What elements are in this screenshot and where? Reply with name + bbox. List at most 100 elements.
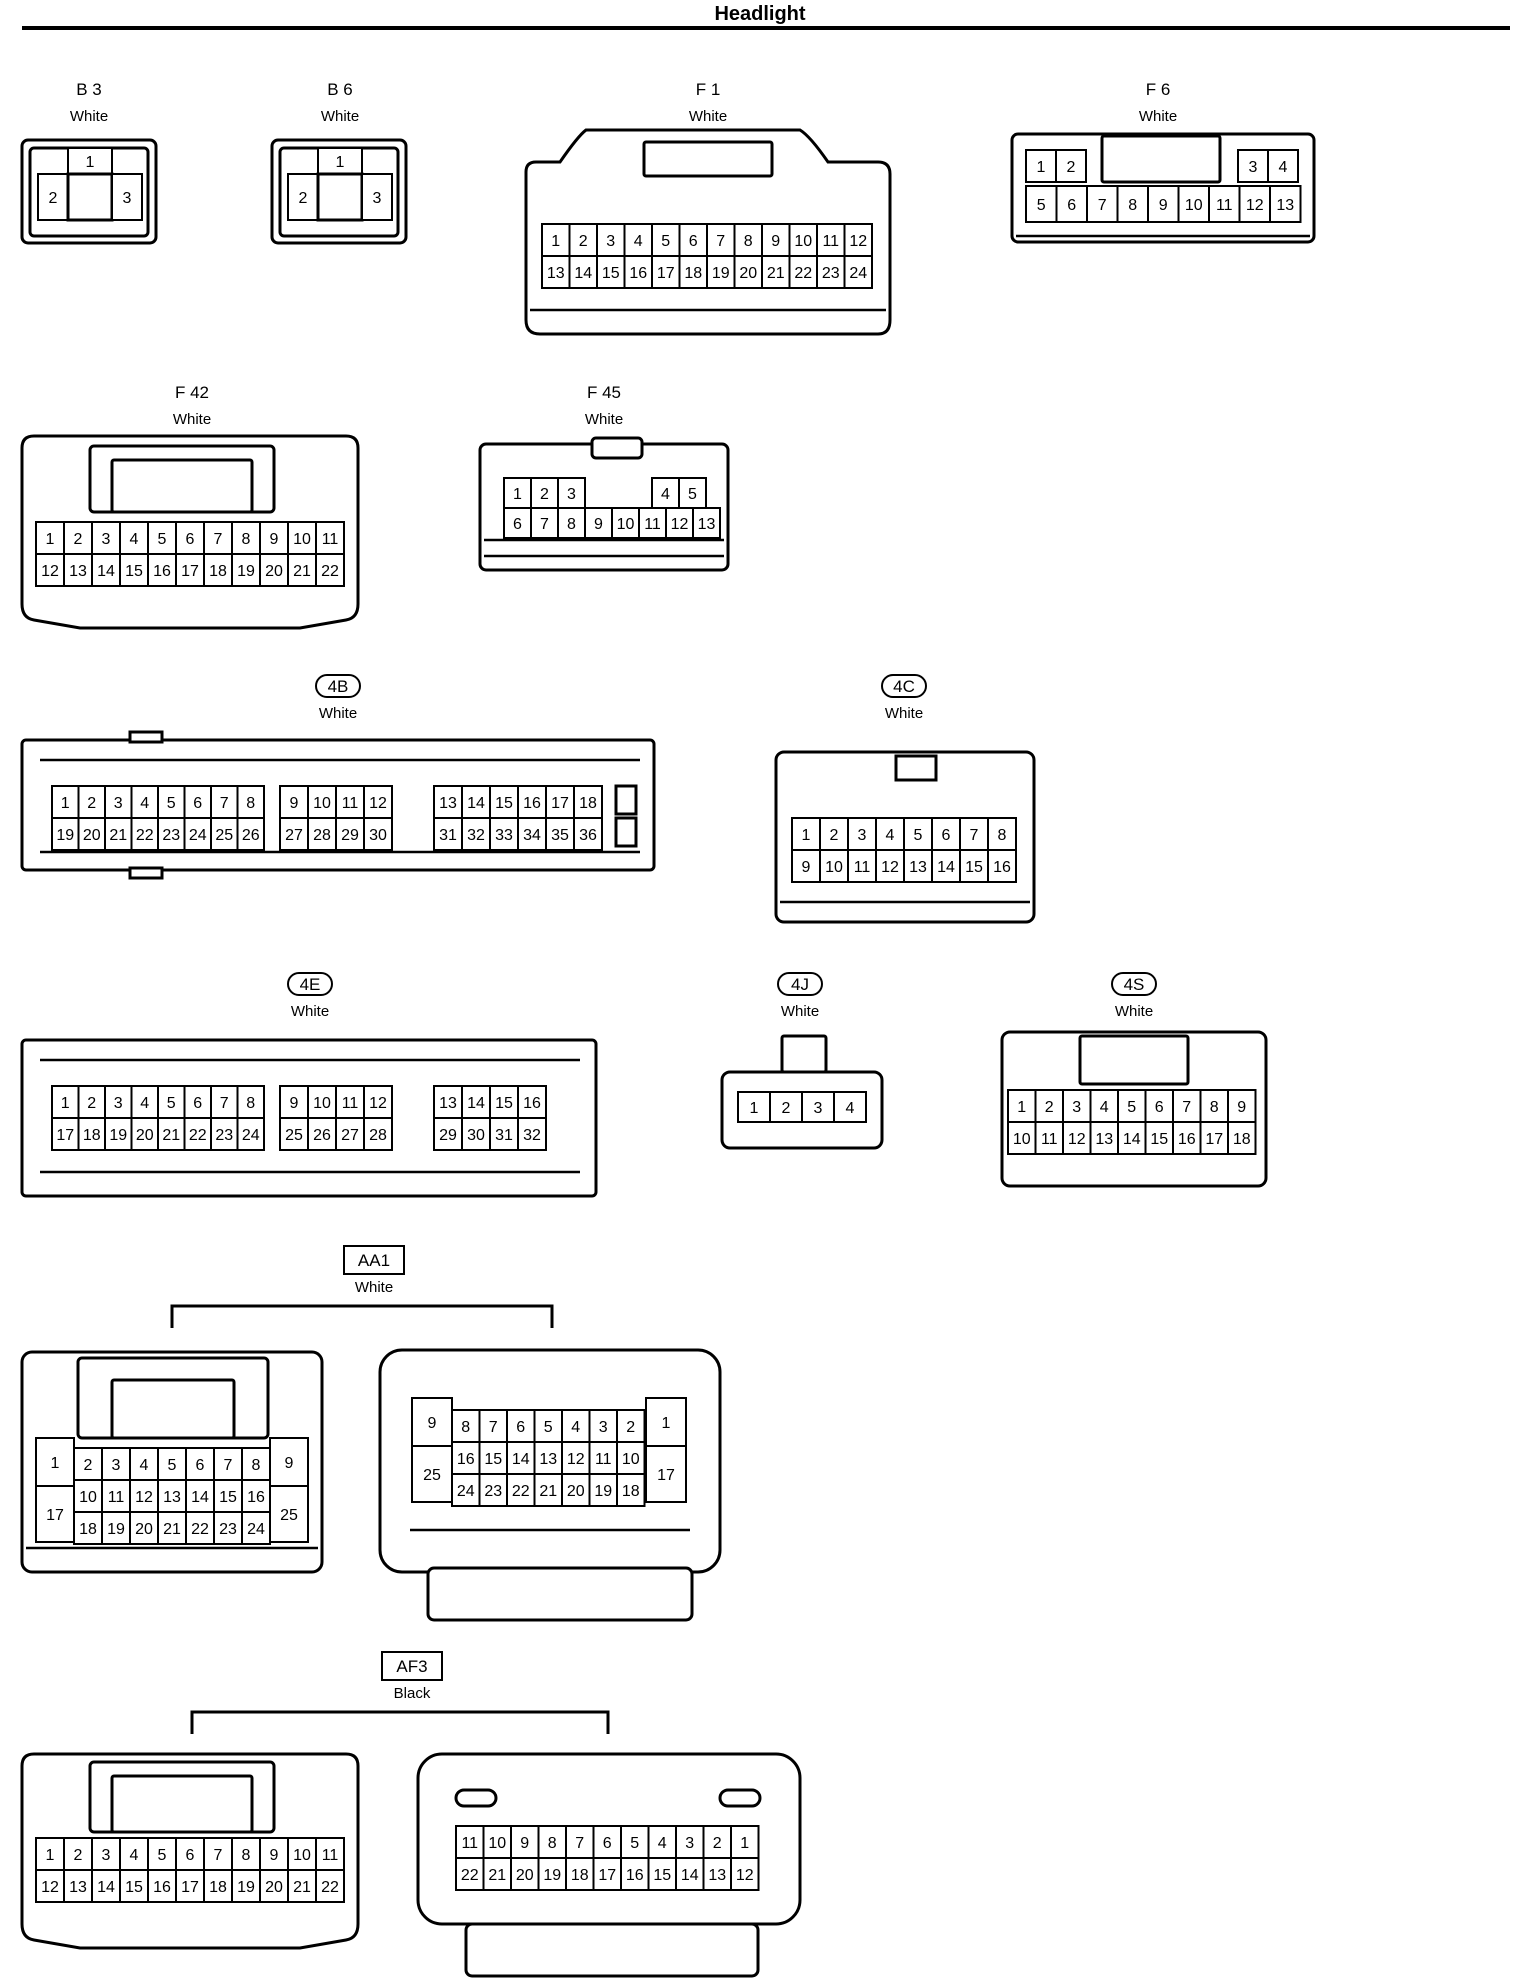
connector-code: AF3 (396, 1657, 427, 1676)
pin-number: 5 (544, 1419, 553, 1436)
pin-number: 5 (630, 1835, 639, 1852)
pin-number: 1 (46, 531, 55, 548)
pin-cell (1055, 149, 1087, 183)
pin-number: 13 (163, 1489, 181, 1506)
pin-cell (111, 173, 143, 221)
pin-cell (533, 1409, 563, 1443)
pin-number: 13 (69, 1879, 87, 1896)
pin-number: 10 (488, 1835, 506, 1852)
pin-cell (433, 785, 463, 819)
pin-number: 10 (617, 516, 635, 533)
pin-cell (451, 1473, 481, 1507)
pin-cell (315, 1869, 345, 1903)
pin-cell (175, 521, 205, 555)
pin-number: 7 (540, 516, 549, 533)
pin-cell (478, 1409, 508, 1443)
connector-color: White (319, 705, 357, 722)
pin-number: 20 (136, 1127, 154, 1144)
pin-number: 10 (79, 1489, 97, 1506)
pin-number: 31 (439, 827, 457, 844)
pin-cell (1025, 149, 1057, 183)
pin-cell (236, 1117, 265, 1151)
pin-number: 13 (708, 1867, 726, 1884)
pin-cell (645, 1397, 687, 1447)
pin-number: 20 (516, 1867, 534, 1884)
pin-cell (1062, 1121, 1092, 1155)
connector-color: White (173, 411, 211, 428)
connector-code: B 3 (76, 80, 102, 99)
pin-cell (517, 1085, 547, 1119)
pin-cell (788, 223, 818, 257)
pin-number: 8 (246, 795, 255, 812)
pin-cell (847, 817, 877, 851)
pin-number: 5 (168, 1457, 177, 1474)
connector-code-badge (381, 1651, 443, 1681)
pin-number: 15 (219, 1489, 237, 1506)
pin-cell (461, 1117, 491, 1151)
pin-number: 22 (136, 827, 154, 844)
pin-cell (315, 553, 345, 587)
pin-cell (1034, 1089, 1064, 1123)
pin-number: 16 (247, 1489, 265, 1506)
connector-color: Black (394, 1685, 431, 1702)
pin-number: 6 (516, 1419, 525, 1436)
pin-number: 9 (802, 859, 811, 876)
pin-number: 10 (313, 795, 331, 812)
pin-cell (363, 817, 393, 851)
pin-number: 4 (634, 233, 643, 250)
pin-cell (63, 1869, 93, 1903)
pin-number: 15 (653, 1867, 671, 1884)
pin-number: 14 (681, 1867, 699, 1884)
pin-cell (1237, 149, 1269, 183)
pin-number: 36 (579, 827, 597, 844)
connector-code: 4J (791, 975, 809, 994)
pin-cell (1269, 185, 1302, 223)
pin-cell (236, 817, 265, 851)
pin-cell (616, 1473, 646, 1507)
pin-cell (433, 1117, 463, 1151)
pin-number: 7 (214, 1847, 223, 1864)
pin-number: 12 (567, 1451, 585, 1468)
pin-number: 5 (661, 233, 670, 250)
pin-number: 1 (336, 154, 345, 171)
pin-number: 11 (108, 1489, 125, 1506)
pin-cell (213, 1479, 243, 1513)
pin-cell (645, 1445, 687, 1503)
pin-number: 12 (369, 1095, 387, 1112)
pin-number: 14 (467, 795, 485, 812)
pin-number: 14 (467, 1095, 485, 1112)
pin-number: 3 (1249, 159, 1258, 176)
pin-cell (363, 1117, 393, 1151)
pin-cell (157, 1447, 187, 1481)
pin-number: 25 (215, 827, 233, 844)
pin-cell (561, 1473, 591, 1507)
pin-number: 14 (574, 265, 592, 282)
pin-cell (503, 477, 532, 509)
pin-number: 5 (1037, 197, 1046, 214)
pin-number: 4 (661, 486, 670, 503)
pin-number: 10 (794, 233, 812, 250)
pin-number: 2 (87, 1095, 96, 1112)
pin-number: 2 (540, 486, 549, 503)
pin-number: 8 (246, 1095, 255, 1112)
pin-number: 13 (539, 1451, 557, 1468)
pin-number: 8 (1210, 1099, 1219, 1116)
pin-cell (241, 1447, 271, 1481)
pin-cell (335, 1117, 365, 1151)
pin-number: 13 (439, 1095, 457, 1112)
pin-cell (1177, 185, 1210, 223)
pin-cell (185, 1447, 215, 1481)
connector-color: White (355, 1279, 393, 1296)
pin-number: 6 (603, 1835, 612, 1852)
pin-cell (213, 1447, 243, 1481)
pin-cell (67, 147, 113, 175)
connector-code: B 6 (327, 80, 353, 99)
pin-number: 20 (265, 563, 283, 580)
pin-number: 15 (495, 1095, 513, 1112)
pin-cell (37, 173, 69, 221)
housing-detail (128, 730, 164, 744)
pin-cell (51, 1117, 80, 1151)
pin-number: 4 (1279, 159, 1288, 176)
pin-number: 10 (1185, 197, 1203, 214)
